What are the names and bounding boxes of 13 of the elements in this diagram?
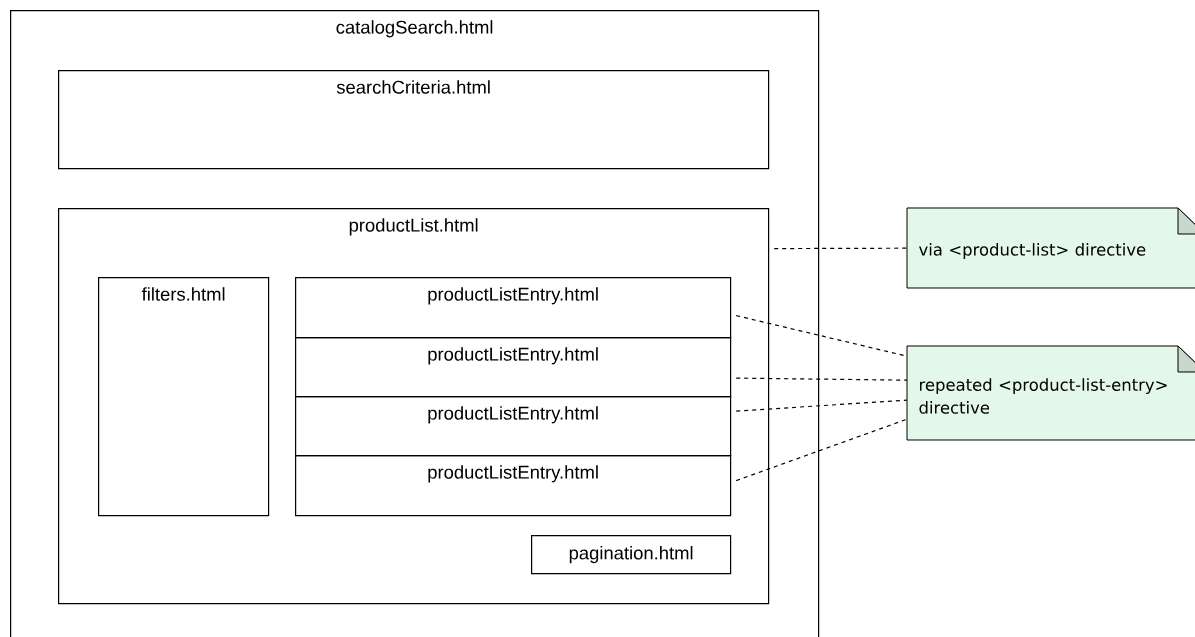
component-box: productListEntry.html: [295, 337, 732, 398]
component-box: filters.html: [98, 277, 270, 517]
component-box: productListEntry.html: [295, 277, 732, 339]
note-box: repeated <product-list-entry> directive: [906, 345, 1195, 441]
component-box: searchCriteria.html: [58, 70, 770, 170]
connector-line: [735, 377, 908, 381]
connector-line: [735, 399, 908, 412]
connector-line: [773, 247, 908, 250]
connector-line: [735, 418, 908, 482]
component-box: productListEntry.html: [295, 396, 732, 457]
note-box: via <product-list> directive: [906, 207, 1195, 289]
component-box: pagination.html: [531, 535, 732, 575]
component-box: productListEntry.html: [295, 455, 732, 517]
